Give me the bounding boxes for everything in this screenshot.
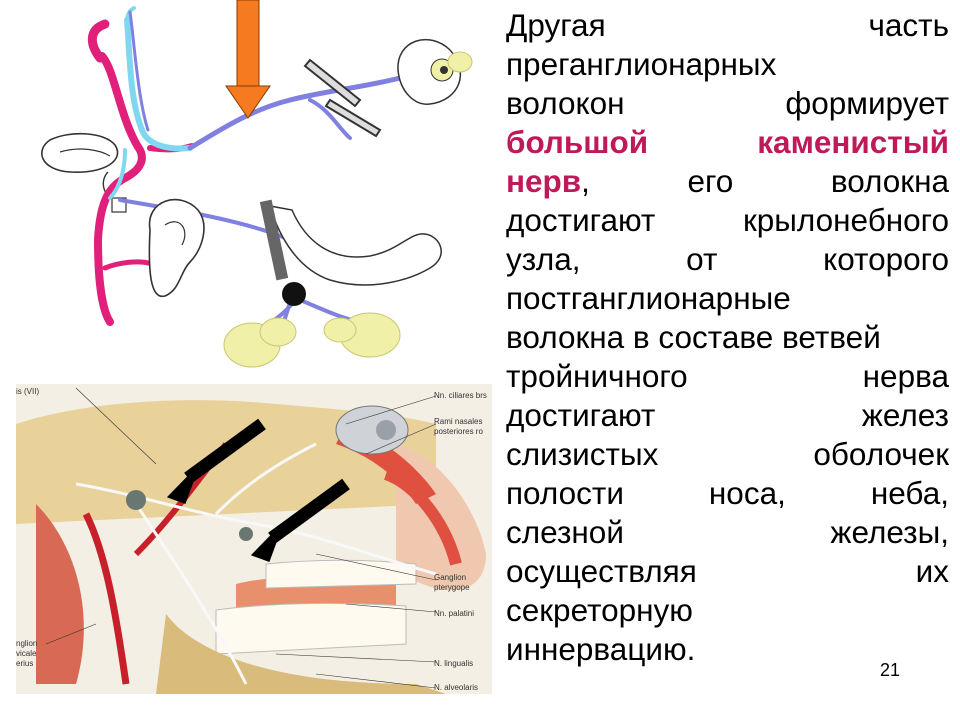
text-word: железы,	[830, 514, 949, 550]
text-word: преганглионарных	[506, 46, 777, 82]
text-word: иннервацию.	[506, 631, 696, 667]
text-word: часть	[868, 7, 949, 43]
text-word: носа,	[708, 475, 786, 511]
label-bottom-left-3: erius	[16, 659, 33, 668]
nerve-pathway-diagram	[41, 0, 473, 368]
text-word: слизистых	[506, 436, 659, 472]
label-bottom-left-2: vicale	[16, 649, 37, 658]
label-ciliares: Nn. ciliares brs	[434, 391, 487, 400]
text-word: его	[687, 163, 734, 199]
text-word: тройничного	[506, 358, 688, 394]
page-number: 21	[880, 660, 901, 680]
text-word: которого	[823, 241, 949, 277]
text-word: неба,	[870, 475, 949, 511]
text-word: каменистый	[757, 124, 949, 160]
text-word: от	[686, 241, 718, 277]
text-line: большой каменистый	[506, 123, 949, 162]
label-nasales-2: posteriores ro	[434, 427, 483, 436]
label-alveolaris: N. alveolaris	[434, 683, 478, 692]
text-line: преганглионарных	[506, 45, 949, 84]
ear-structure	[41, 132, 127, 213]
black-arrow-1	[166, 418, 266, 504]
label-ganglion-2: pterygope	[434, 583, 470, 592]
text-word: слезной	[506, 514, 624, 550]
text-word: секреторную	[506, 592, 693, 628]
text-line: достигают крылонебного	[506, 201, 949, 240]
text-line: достигают желез	[506, 396, 949, 435]
yellow-glands	[223, 51, 473, 368]
auricle	[148, 198, 205, 298]
label-top-left: is (VII)	[16, 387, 39, 396]
text-line: нерв, его волокна	[506, 162, 949, 201]
text-line: слизистых оболочек	[506, 435, 949, 474]
text-line: волокна в составе ветвей	[506, 318, 949, 357]
text-line: секреторную	[506, 591, 949, 630]
text-line: узла, от которого	[506, 240, 949, 279]
orange-arrow	[225, 0, 271, 119]
text-line: постганглионарные	[506, 279, 949, 318]
crossed-bars	[303, 58, 382, 138]
pterygopalatine-ganglion	[282, 282, 306, 306]
label-lingualis: N. lingualis	[434, 659, 473, 668]
label-palatini: Nn. palatini	[434, 609, 474, 618]
text-word: нерва	[862, 358, 949, 394]
text-line: полости носа, неба,	[506, 474, 949, 513]
text-word: нерв,	[506, 163, 590, 199]
text-word: крылонебного	[742, 202, 949, 238]
eye-structure	[397, 39, 461, 105]
text-word: достигают	[506, 202, 656, 238]
text-word: формирует	[785, 85, 949, 121]
label-bottom-left-1: nglion	[16, 639, 37, 648]
jaw-structure	[259, 199, 442, 286]
text-line: осуществляя их	[506, 552, 949, 591]
text-line: слезной железы,	[506, 513, 949, 552]
text-word: оболочек	[813, 436, 949, 472]
text-line: иннервацию.	[506, 630, 949, 669]
text-line: волокон формирует	[506, 84, 949, 123]
text-word: волокон	[506, 85, 625, 121]
text-word: их	[915, 553, 949, 589]
text-word: волокна в составе ветвей	[506, 319, 881, 355]
text-word: большой	[506, 124, 649, 160]
label-nasales-1: Rami nasales	[434, 417, 482, 426]
text-word: узла,	[506, 241, 581, 277]
text-word: полости	[506, 475, 624, 511]
text-word: желез	[861, 397, 949, 433]
text-word: постганглионарные	[506, 280, 791, 316]
text-word: Другая	[506, 7, 606, 43]
anatomy-illustration: is (VII) Nn. ciliares brs Rami nasales p…	[16, 384, 492, 694]
text-word: осуществляя	[506, 553, 697, 589]
label-ganglion-1: Ganglion	[434, 573, 466, 582]
text-line: Другая часть	[506, 6, 949, 45]
text-word: волокна	[830, 163, 949, 199]
text-line: тройничного нерва	[506, 357, 949, 396]
text-word: достигают	[506, 397, 656, 433]
black-arrow-2	[250, 478, 350, 562]
